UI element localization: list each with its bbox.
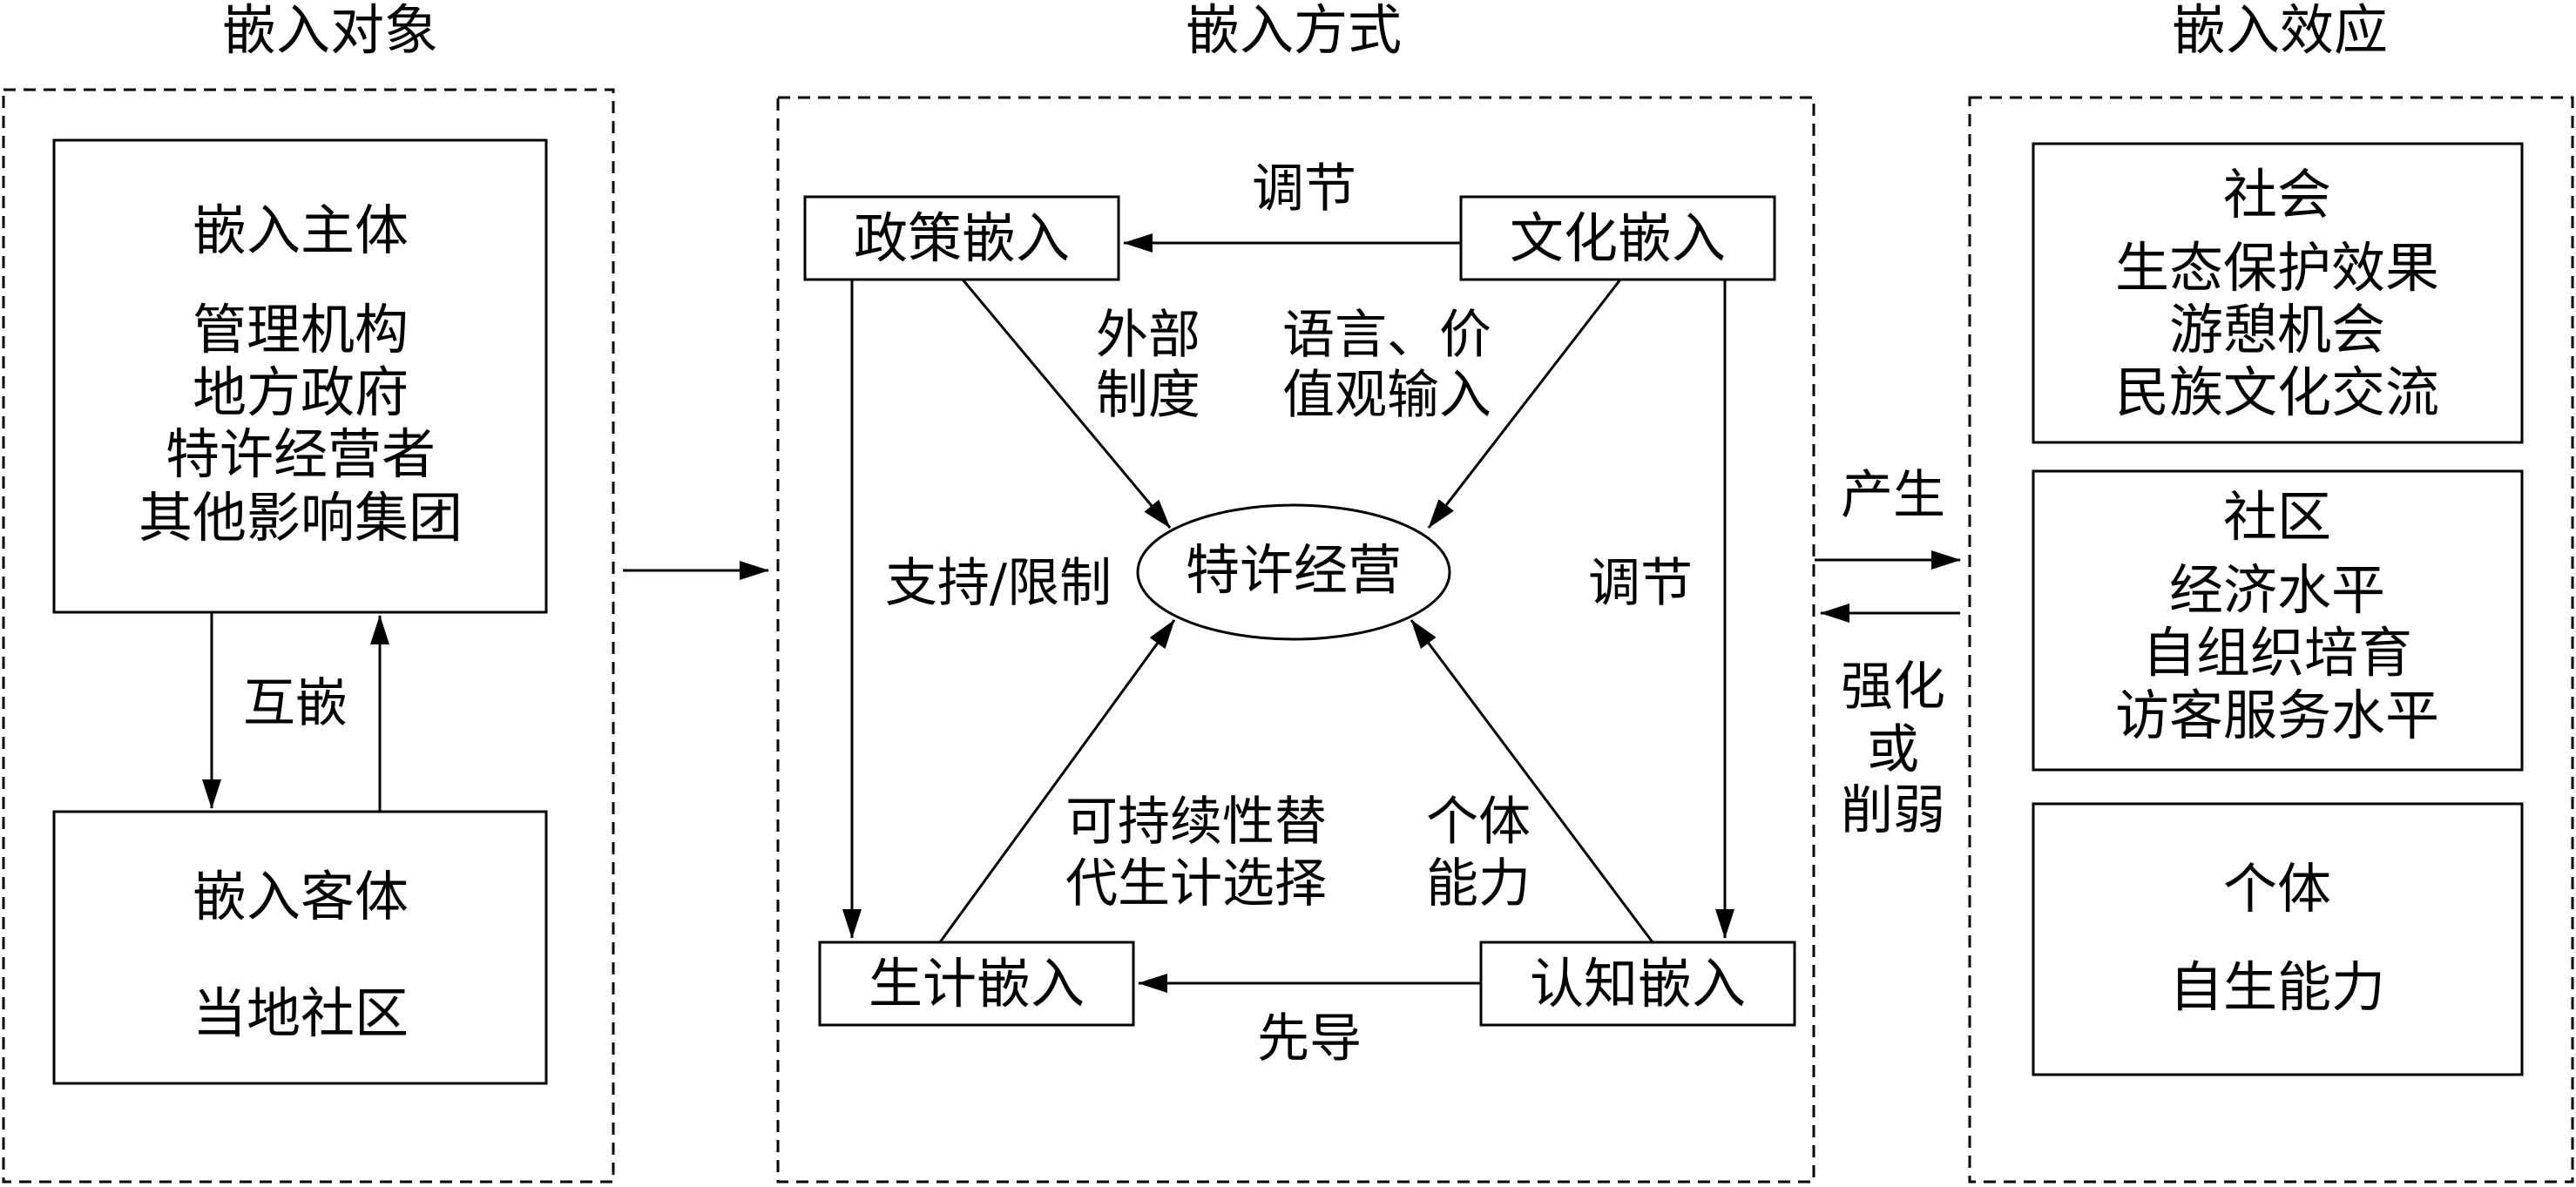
policy-diag-label: 制度 <box>1096 365 1200 426</box>
header-effects: 嵌入效应 <box>2171 0 2389 62</box>
cognition-node-label: 认知嵌入 <box>1529 952 1747 1015</box>
individual-item: 自生能力 <box>2168 955 2386 1019</box>
policy-box <box>803 195 1120 281</box>
culture-box <box>1459 195 1776 281</box>
livelihood-node-label: 生计嵌入 <box>868 952 1085 1015</box>
subject-title: 嵌入主体 <box>192 199 409 262</box>
regulate-top-label: 调节 <box>1252 158 1356 219</box>
object-item: 当地社区 <box>192 981 409 1045</box>
community-item: 自组织培育 <box>2141 621 2413 685</box>
culture-diag-label: 语言、价 <box>1282 305 1491 366</box>
livelihood-to-core-arrow <box>938 619 1176 943</box>
support-limit-label: 支持/限制 <box>884 553 1112 614</box>
individual-title: 个体 <box>2222 857 2332 921</box>
core-ellipse <box>1136 503 1451 641</box>
subject-item: 其他影响集团 <box>138 486 463 550</box>
society-box <box>2032 142 2524 444</box>
cognition-to-core-arrow <box>1410 619 1654 943</box>
subject-item: 地方政府 <box>192 361 409 424</box>
community-item: 访客服务水平 <box>2114 684 2440 747</box>
policy-node-label: 政策嵌入 <box>853 206 1071 270</box>
community-box <box>2032 469 2524 772</box>
culture-to-core-arrow <box>1427 279 1622 529</box>
society-item: 游憩机会 <box>2168 298 2386 361</box>
cognition-diag-label: 能力 <box>1426 853 1531 914</box>
society-item: 生态保护效果 <box>2114 236 2440 300</box>
policy-diag-label: 外部 <box>1096 305 1200 366</box>
feedback-label: 或 <box>1867 719 1919 780</box>
object-box <box>52 810 548 1085</box>
livelihood-box <box>818 941 1135 1027</box>
core-label: 特许经营 <box>1185 538 1403 602</box>
society-title: 社会 <box>2222 163 2332 226</box>
produce-label: 产生 <box>1841 465 1945 526</box>
livelihood-diag-label: 可持续性替 <box>1065 792 1327 853</box>
community-title: 社区 <box>2222 485 2332 549</box>
individual-box <box>2032 802 2524 1076</box>
object-title: 嵌入客体 <box>192 865 409 928</box>
subject-item: 管理机构 <box>192 298 409 361</box>
subject-box <box>52 138 548 614</box>
feedback-label: 强化 <box>1841 657 1945 718</box>
header-methods: 嵌入方式 <box>1185 0 1403 62</box>
methods-frame <box>776 96 1815 1184</box>
header-objects: 嵌入对象 <box>221 0 439 62</box>
lead-bottom-label: 先导 <box>1257 1008 1362 1069</box>
culture-node-label: 文化嵌入 <box>1509 206 1727 270</box>
subject-item: 特许经营者 <box>165 422 436 486</box>
regulate-right-label: 调节 <box>1588 553 1693 614</box>
effects-frame <box>1968 96 2574 1184</box>
mutual-label: 互嵌 <box>243 673 348 734</box>
feedback-label: 削弱 <box>1841 780 1945 841</box>
cognition-diag-label: 个体 <box>1426 792 1531 853</box>
objects-frame <box>2 88 615 1184</box>
society-item: 民族文化交流 <box>2114 361 2440 424</box>
culture-diag-label: 值观输入 <box>1282 365 1491 426</box>
livelihood-diag-label: 代生计选择 <box>1065 853 1327 914</box>
community-item: 经济水平 <box>2168 558 2386 622</box>
policy-to-core-arrow <box>961 279 1172 529</box>
